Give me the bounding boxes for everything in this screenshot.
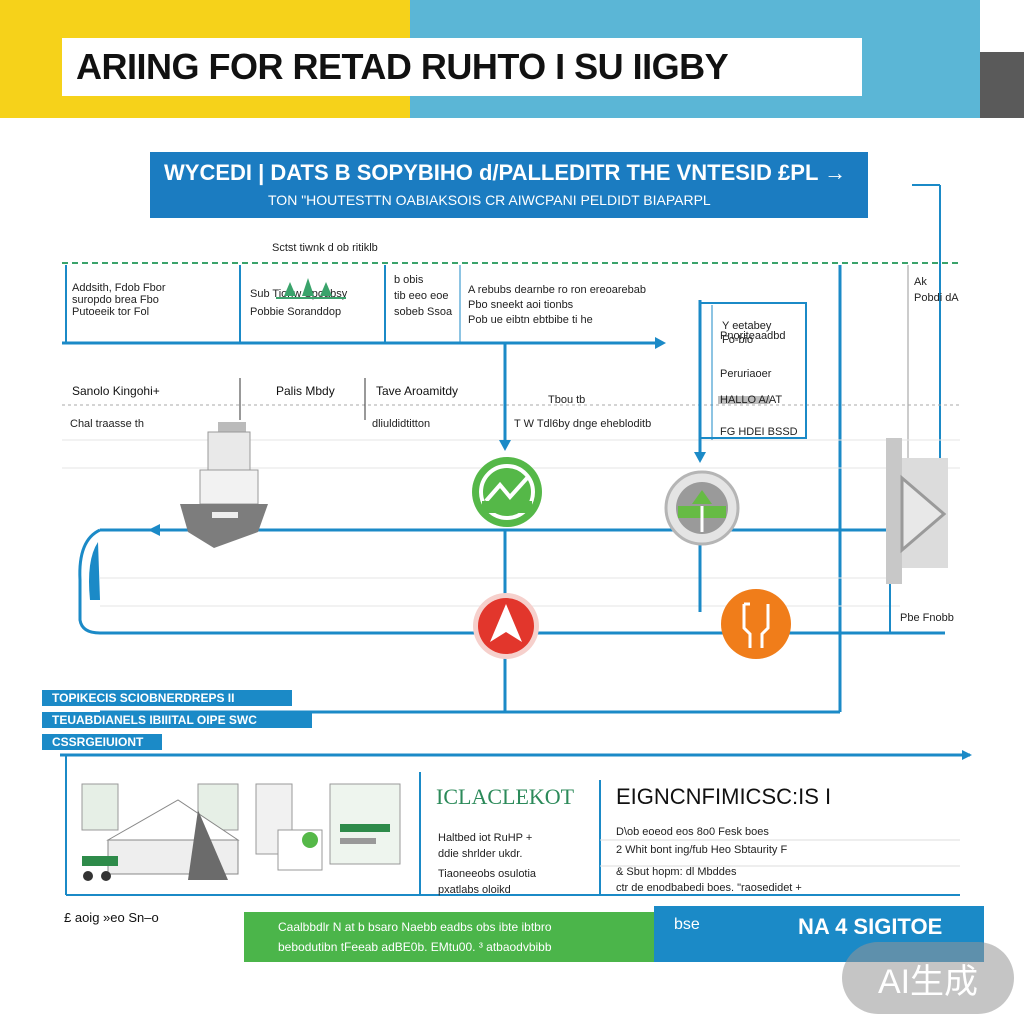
top-box-3: b obis tib eeo eoe sobeb Ssoa bbox=[394, 274, 452, 318]
orange-bracket-icon bbox=[721, 589, 791, 659]
top-right-line: Ak bbox=[914, 276, 927, 288]
mid-label-1: Sanolo Kingohi+ bbox=[72, 384, 160, 398]
section-2-body: Haltbed iot RuHP + ddie shrlder ukdr. Ti… bbox=[438, 832, 536, 896]
footer-green-bar: Caalbbdlr N at b bsaro Naebb eadbs obs i… bbox=[244, 912, 654, 962]
office-illustration bbox=[81, 783, 401, 881]
top-box-2-line: Pobbie Soranddop bbox=[250, 306, 342, 318]
header-gray-block bbox=[980, 52, 1024, 118]
right-panel: Pnoriteaadbd Peruriaoer HALLO A/AT FG HD… bbox=[720, 330, 798, 438]
banner-line-2: TON "HOUTESTTN OABIAKSOIS CR AIWCPANI PE… bbox=[268, 192, 711, 208]
green-trees-icon bbox=[276, 278, 346, 299]
top-box-4-line: Pbo sneekt aoi tionbs bbox=[468, 299, 574, 311]
top-box-1-line: suropdo brea Fbo bbox=[72, 294, 159, 306]
top-box-5-line: Fo-bio bbox=[722, 334, 754, 346]
gray-arrow-icon bbox=[886, 438, 948, 584]
footer-caption: £ aoig »eo Sn–o bbox=[64, 910, 159, 925]
blue-block-line-2: TEUABDIANELS IBIIITAL OIPE SWC bbox=[42, 712, 312, 728]
mid-label-3-sub: dliuldidtitton bbox=[372, 418, 431, 430]
right-panel-line: Peruriaoer bbox=[720, 368, 772, 380]
gray-printer-icon bbox=[180, 422, 268, 548]
section-3-line: D\ob eoeod eos 8o0 Fesk boes bbox=[616, 826, 769, 838]
top-box-3-line: tib eeo eoe bbox=[394, 290, 449, 302]
ai-generated-badge: AI生成 bbox=[842, 942, 1014, 1014]
top-right-notes: Ak Pobdi dA bbox=[914, 276, 959, 304]
top-box-4: A rebubs dearnbe ro ron ereoarebab Pbo s… bbox=[468, 284, 646, 326]
top-right-line: Pobdi dA bbox=[914, 292, 959, 304]
blue-block-line-1: TOPIKECIS SCIOBNERDREPS II bbox=[42, 690, 292, 706]
blue-block-line-3: CSSRGEIUIONT bbox=[42, 734, 162, 750]
section-2-line: pxatlabs oloikd bbox=[438, 884, 511, 896]
top-box-5: Y eetabey Fo-bio bbox=[722, 320, 771, 346]
top-box-1-line: Addsith, Fdob Fbor bbox=[72, 282, 166, 294]
red-flame-icon bbox=[473, 593, 539, 659]
top-box-1-line: Putoeeik tor Fol bbox=[72, 306, 150, 318]
mid-label-4: Tbou tb bbox=[548, 394, 586, 406]
top-box-3-line: b obis bbox=[394, 274, 424, 286]
top-box-5-line: Y eetabey bbox=[722, 320, 772, 332]
footer-green-line-1: Caalbbdlr N at b bsaro Naebb eadbs obs i… bbox=[278, 920, 552, 934]
right-panel-line: FG HDEI BSSD bbox=[720, 426, 798, 438]
headline-banner: WYCEDI | DATS B SOPYBIHO d/PALLEDITR THE… bbox=[150, 152, 868, 218]
banner-line-1: WYCEDI | DATS B SOPYBIHO d/PALLEDITR THE… bbox=[164, 160, 847, 185]
green-chart-icon bbox=[472, 457, 542, 527]
mid-label-3: Tave Aroamitdy bbox=[376, 384, 459, 398]
section-2-line: ddie shrlder ukdr. bbox=[438, 848, 523, 860]
side-label: Pbe Fnobb bbox=[900, 612, 954, 624]
mid-label-1-sub: Chal traasse th bbox=[70, 418, 144, 430]
top-box-3-line: sobeb Ssoa bbox=[394, 306, 453, 318]
top-box-4-line: Pob ue eibtn ebtbibe ti he bbox=[468, 314, 593, 326]
section-3-title: EIGNCNFIMICSC:IS I bbox=[616, 784, 832, 809]
top-box-1: Addsith, Fdob Fbor suropdo brea Fbo Puto… bbox=[72, 282, 166, 318]
mid-label-4-sub: T W Tdl6by dnge ehebloditb bbox=[514, 418, 652, 430]
top-box-4-line: A rebubs dearnbe ro ron ereoarebab bbox=[468, 284, 646, 296]
footer-blue-title: NA 4 SIGITOE bbox=[798, 914, 943, 939]
right-panel-line: HALLO A/AT bbox=[720, 394, 783, 406]
section-3-line: & Sbut hopm: dl Mbddes bbox=[616, 866, 737, 878]
title-strip bbox=[62, 38, 862, 96]
section-2-line: Haltbed iot RuHP + bbox=[438, 832, 533, 844]
section-2-line: Tiaoneeobs osulotia bbox=[438, 868, 537, 880]
right-panel-line: Pnoriteaadbd bbox=[720, 330, 786, 342]
footer-blue-sub: bse bbox=[674, 916, 700, 933]
section-3-line: 2 Whit bont ing/fub Heo Sbtaurity F bbox=[616, 844, 788, 856]
section-3-line: ctr de enodbabedi boes. "raosedidet + bbox=[616, 882, 802, 894]
gray-green-target-icon bbox=[664, 470, 740, 546]
section-2-title: ICLACLEKOT bbox=[436, 784, 575, 809]
footer-green-line-2: bebodutibn tFeeab adBE0b. EMtu00. ³ atba… bbox=[278, 940, 552, 954]
section-3-body: D\ob eoeod eos 8o0 Fesk boes 2 Whit bont… bbox=[616, 826, 802, 894]
mid-label-2: Palis Mbdy bbox=[276, 384, 335, 398]
top-row-caption: Sctst tiwnk d ob ritiklb bbox=[272, 242, 378, 254]
page-title: ARIING FOR RETAD RUHTO I SU IIGBY bbox=[76, 46, 729, 87]
